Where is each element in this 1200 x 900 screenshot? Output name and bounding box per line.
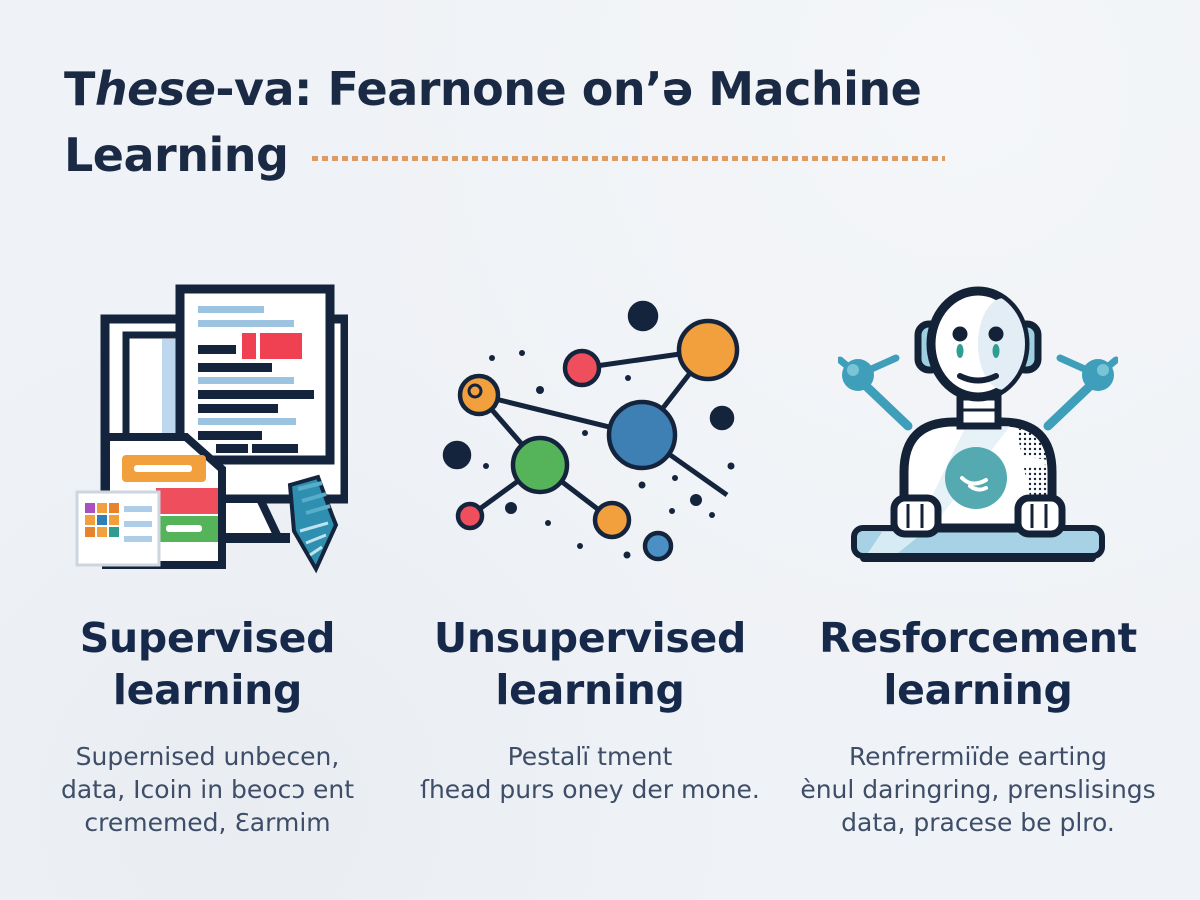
body-line: ſhead purs oney der mone. bbox=[420, 775, 760, 804]
title-block: These-va: Fearnone on’ə Machine Learning bbox=[64, 56, 1154, 188]
network-graph-icon bbox=[442, 300, 740, 562]
body-line: data, pracese be plro. bbox=[841, 808, 1115, 837]
monitor-documents-icon bbox=[75, 284, 348, 574]
column-reinforcement: Resforcement learning Renfrermiïde earti… bbox=[788, 272, 1168, 839]
data-card bbox=[75, 490, 160, 567]
heading-line: Supervised bbox=[79, 614, 336, 662]
unsupervised-heading: Unsupervised learning bbox=[400, 612, 780, 716]
supervised-description: Supernised unbecen, data, Icoin in beocɔ… bbox=[15, 740, 400, 839]
title-part1: T bbox=[64, 62, 95, 116]
page-title-line2: Learning bbox=[64, 122, 1154, 188]
body-line: Supernised unbecen, bbox=[75, 742, 340, 771]
brush-icon bbox=[287, 474, 338, 574]
body-line: data, Icoin in beocɔ ent bbox=[60, 775, 355, 804]
robot-head bbox=[914, 286, 1042, 402]
dashed-underline bbox=[312, 155, 946, 161]
heading-line: Unsupervised bbox=[433, 614, 747, 662]
graph-nodes bbox=[442, 300, 740, 562]
title-part2: -va: Fearnone on’ə Machine bbox=[215, 62, 922, 116]
reinforcement-description: Renfrermiïde earting ènul daringring, pr… bbox=[788, 740, 1168, 839]
robot-base bbox=[851, 525, 1105, 562]
title-part1-italic: hese bbox=[94, 62, 216, 116]
scatter-dots bbox=[483, 350, 735, 559]
title-line2-word: Learning bbox=[64, 128, 289, 182]
robot-hands bbox=[890, 494, 1066, 538]
heading-line: Resforcement bbox=[819, 614, 1137, 662]
body-line: ènul daringring, prenslisings bbox=[800, 775, 1156, 804]
heading-line: learning bbox=[883, 666, 1073, 714]
robot-desk-icon bbox=[838, 286, 1118, 562]
supervised-heading: Supervised learning bbox=[15, 612, 400, 716]
unsupervised-description: Pestalï tment ſhead purs oney der mone. bbox=[400, 740, 780, 806]
report-document bbox=[175, 284, 334, 465]
robot-torso bbox=[899, 417, 1057, 533]
satellite-node-right bbox=[1043, 354, 1118, 431]
column-unsupervised: Unsupervised learning Pestalï tment ſhea… bbox=[400, 272, 780, 806]
page-title-line1: These-va: Fearnone on’ə Machine bbox=[64, 56, 1154, 122]
reinforcement-heading: Resforcement learning bbox=[788, 612, 1168, 716]
satellite-node-left bbox=[838, 354, 913, 431]
heading-line: learning bbox=[495, 666, 685, 714]
supervised-icon-wrap bbox=[15, 272, 400, 584]
body-line: Renfrermiïde earting bbox=[848, 742, 1108, 771]
body-line: crememed, Ɛarmim bbox=[84, 808, 331, 837]
column-supervised: Supervised learning Supernised unbecen, … bbox=[15, 272, 400, 839]
unsupervised-icon-wrap bbox=[400, 272, 780, 584]
body-line: Pestalï tment bbox=[507, 742, 673, 771]
reinforcement-icon-wrap bbox=[788, 272, 1168, 584]
heading-line: learning bbox=[112, 666, 303, 714]
